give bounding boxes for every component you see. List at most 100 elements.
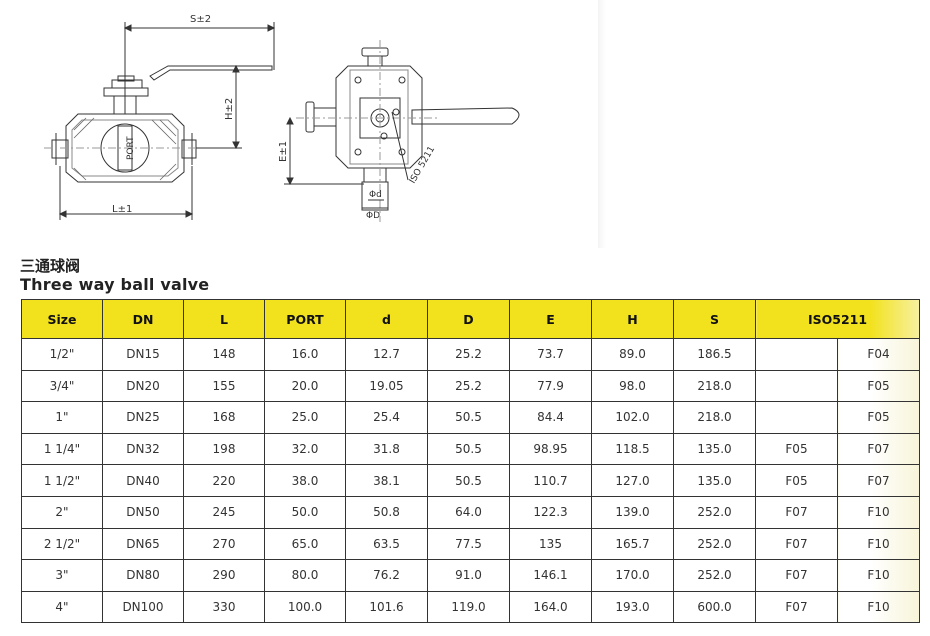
table-cell: F07 <box>836 464 921 497</box>
table-cell: 1 1/2" <box>21 464 103 497</box>
table-cell: DN50 <box>102 495 184 529</box>
table-cell: 50.5 <box>427 401 510 434</box>
header-s: S <box>673 299 756 339</box>
table-cell: 50.5 <box>427 464 510 497</box>
table-cell: 77.5 <box>427 527 510 561</box>
table-cell: 80.0 <box>264 559 346 592</box>
table-cell: DN15 <box>102 338 184 371</box>
header-d-large: D <box>427 299 510 339</box>
table-cell: 25.2 <box>427 338 510 371</box>
table-cell: 20.0 <box>264 369 346 403</box>
table-cell: 170.0 <box>591 559 674 592</box>
s-dimension-label: S±2 <box>190 14 211 25</box>
header-dn: DN <box>102 299 184 339</box>
header-size: Size <box>21 299 103 339</box>
table-cell: 98.0 <box>591 369 674 403</box>
table-cell: 165.7 <box>591 527 674 561</box>
title-chinese: 三通球阀 <box>20 257 81 275</box>
table-cell: F10 <box>836 527 921 561</box>
table-cell: 102.0 <box>591 401 674 434</box>
table-cell: F05 <box>836 401 921 434</box>
table-header-row: Size DN L PORT d D E H S ISO5211 <box>21 299 921 339</box>
table-cell: 63.5 <box>345 527 428 561</box>
table-cell: F07 <box>755 559 838 592</box>
table-cell: DN25 <box>102 401 184 434</box>
table-cell: F10 <box>836 590 921 624</box>
table-cell: 84.4 <box>509 401 592 434</box>
header-port: PORT <box>264 299 346 339</box>
table-cell: F07 <box>755 590 838 624</box>
table-cell: DN100 <box>102 590 184 624</box>
table-cell: F05 <box>755 464 838 497</box>
table-cell: 270 <box>183 527 265 561</box>
header-l: L <box>183 299 265 339</box>
table-cell: 148 <box>183 338 265 371</box>
table-cell: 77.9 <box>509 369 592 403</box>
table-cell: 38.0 <box>264 464 346 497</box>
table-cell: F07 <box>755 495 838 529</box>
table-cell: DN80 <box>102 559 184 592</box>
table-cell: F05 <box>836 369 921 403</box>
table-cell <box>755 369 838 403</box>
table-cell: DN65 <box>102 527 184 561</box>
table-cell: 100.0 <box>264 590 346 624</box>
valve-body-front <box>65 113 185 183</box>
table-cell: 73.7 <box>509 338 592 371</box>
handle-lever-top <box>411 107 520 125</box>
table-cell: DN32 <box>102 432 184 466</box>
title-english: Three way ball valve <box>20 275 210 294</box>
table-cell: 1/2" <box>21 338 103 371</box>
handle-lever <box>149 65 273 81</box>
table-cell: 155 <box>183 369 265 403</box>
table-cell: 12.7 <box>345 338 428 371</box>
table-cell: 164.0 <box>509 590 592 624</box>
table-cell: 252.0 <box>673 559 756 592</box>
table-cell: 25.4 <box>345 401 428 434</box>
table-cell: 25.2 <box>427 369 510 403</box>
table-cell: 1 1/4" <box>21 432 103 466</box>
ball <box>100 123 150 173</box>
table-cell: F10 <box>836 495 921 529</box>
table-cell: 4" <box>21 590 103 624</box>
valve-body-top <box>335 65 423 169</box>
table-cell: 19.05 <box>345 369 428 403</box>
table-cell: 3" <box>21 559 103 592</box>
table-cell: F04 <box>836 338 921 371</box>
header-iso5211: ISO5211 <box>754 299 921 339</box>
e-dimension-label: E±1 <box>278 141 289 162</box>
table-cell: 146.1 <box>509 559 592 592</box>
table-cell: 252.0 <box>673 527 756 561</box>
table-cell: F07 <box>755 527 838 561</box>
table-cell <box>755 338 838 371</box>
header-d: d <box>345 299 428 339</box>
table-cell: 135 <box>509 527 592 561</box>
table-cell: DN40 <box>102 464 184 497</box>
table-cell: 2" <box>21 495 103 529</box>
table-cell: 16.0 <box>264 338 346 371</box>
drawing-edge-shade <box>598 0 606 248</box>
table-cell: 330 <box>183 590 265 624</box>
table-cell: 25.0 <box>264 401 346 434</box>
table-cell: 135.0 <box>673 432 756 466</box>
port-label: PORT <box>126 136 136 160</box>
header-e: E <box>509 299 592 339</box>
table-cell: 101.6 <box>345 590 428 624</box>
table-cell: 118.5 <box>591 432 674 466</box>
table-cell: 89.0 <box>591 338 674 371</box>
table-cell: DN20 <box>102 369 184 403</box>
header-h: H <box>591 299 674 339</box>
table-cell: 135.0 <box>673 464 756 497</box>
table-cell: 76.2 <box>345 559 428 592</box>
table-cell: 98.95 <box>509 432 592 466</box>
table-cell: F07 <box>836 432 921 466</box>
table-cell: 50.5 <box>427 432 510 466</box>
table-cell: 186.5 <box>673 338 756 371</box>
